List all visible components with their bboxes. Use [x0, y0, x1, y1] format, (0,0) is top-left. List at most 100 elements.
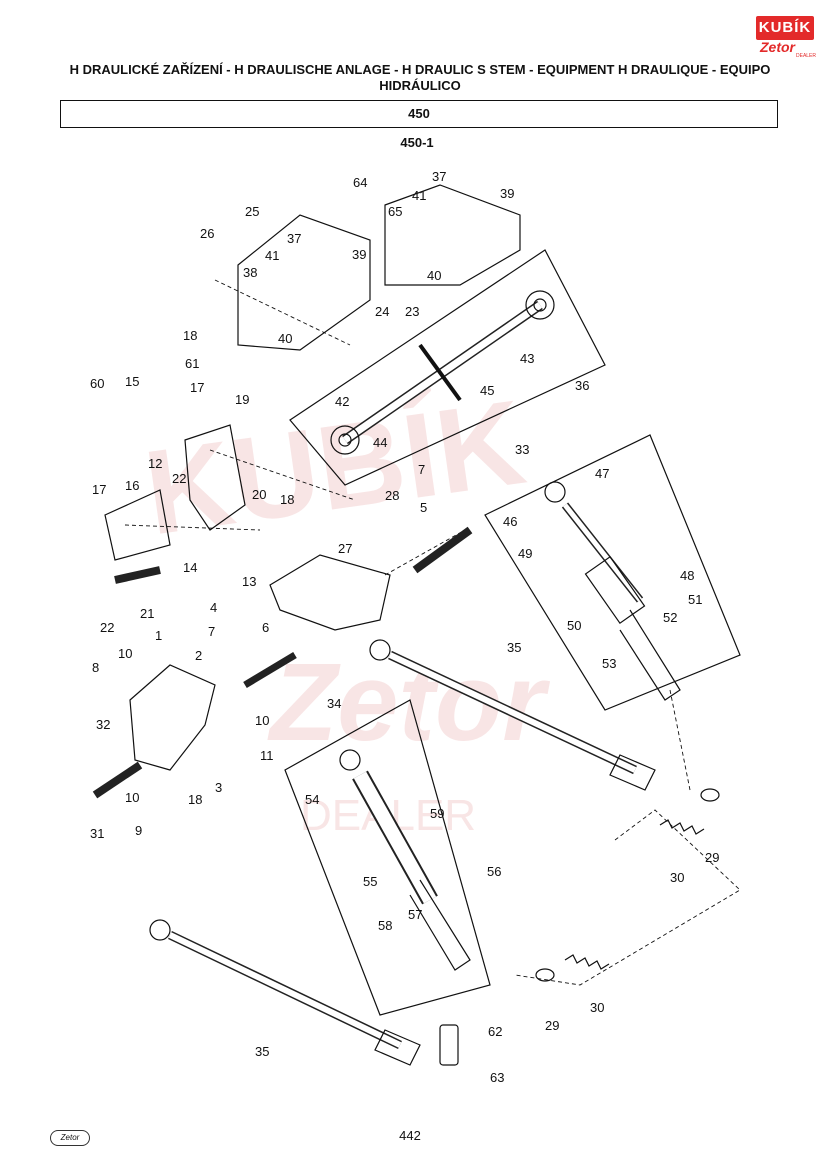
lower-link-35b — [149, 919, 421, 1066]
callout: 51 — [688, 592, 702, 607]
callout: 29 — [705, 850, 719, 865]
lift-rod-33 — [544, 481, 681, 701]
callout: 30 — [670, 870, 684, 885]
callout: 10 — [118, 646, 132, 661]
callout: 39 — [352, 247, 366, 262]
callout: 36 — [575, 378, 589, 393]
callout: 5 — [420, 500, 427, 515]
callout: 40 — [427, 268, 441, 283]
callout: 23 — [405, 304, 419, 319]
subsection-label: 450-1 — [400, 135, 434, 150]
callout: 52 — [663, 610, 677, 625]
ring-29a — [700, 788, 720, 802]
callout: 65 — [388, 204, 402, 219]
callout: 17 — [92, 482, 106, 497]
pin-21 — [114, 566, 161, 584]
callout: 10 — [125, 790, 139, 805]
callout: 35 — [507, 640, 521, 655]
callout: 62 — [488, 1024, 502, 1039]
callout: 26 — [200, 226, 214, 241]
lower-link-35a — [369, 639, 656, 791]
logo-sub: Zetor — [760, 39, 795, 55]
callout: 30 — [590, 1000, 604, 1015]
callout: 50 — [567, 618, 581, 633]
logo-dealer: DEALER — [796, 53, 817, 59]
callout: 25 — [245, 204, 259, 219]
pin-31 — [92, 761, 143, 799]
callout: 33 — [515, 442, 529, 457]
callout: 9 — [135, 823, 142, 838]
logo-box: KUBÍK — [756, 16, 814, 40]
callout: 3 — [215, 780, 222, 795]
box-64 — [384, 184, 521, 286]
callout: 48 — [680, 568, 694, 583]
callout: 24 — [375, 304, 389, 319]
callout: 43 — [520, 351, 534, 366]
callout: 20 — [252, 487, 266, 502]
callout: 7 — [418, 462, 425, 477]
callout: 8 — [92, 660, 99, 675]
callout: 39 — [500, 186, 514, 201]
callout: 28 — [385, 488, 399, 503]
callout: 54 — [305, 792, 319, 807]
callout: 49 — [518, 546, 532, 561]
callout: 18 — [183, 328, 197, 343]
pin-2 — [243, 651, 297, 689]
callout: 58 — [378, 918, 392, 933]
callout: 47 — [595, 466, 609, 481]
spring-30a — [659, 819, 705, 835]
callout: 7 — [208, 624, 215, 639]
section-number: 450 — [60, 100, 778, 128]
callout: 40 — [278, 331, 292, 346]
callout: 37 — [287, 231, 301, 246]
ring-29b — [535, 968, 555, 982]
callout: 22 — [100, 620, 114, 635]
callout: 12 — [148, 456, 162, 471]
callout: 15 — [125, 374, 139, 389]
callout: 35 — [255, 1044, 269, 1059]
callout: 59 — [430, 806, 444, 821]
kubik-zetor-logo: KUBÍK Zetor DEALER — [756, 16, 816, 60]
callout-labels: 1 2 3 4 5 6 7 7 8 9 10 10 10 11 12 13 14… — [90, 169, 719, 1085]
callout: 27 — [338, 541, 352, 556]
watermark: KUBÍK Zetor DEALER — [137, 375, 550, 840]
callout: 56 — [487, 864, 501, 879]
callout: 46 — [503, 514, 517, 529]
footer-logo: Zetor — [50, 1130, 90, 1146]
callout: 44 — [373, 435, 387, 450]
callout: 41 — [412, 188, 426, 203]
callout: 1 — [155, 628, 162, 643]
callout: 22 — [172, 471, 186, 486]
callout: 38 — [243, 265, 257, 280]
callout: 17 — [190, 380, 204, 395]
pin-5 — [412, 526, 473, 574]
callout: 57 — [408, 907, 422, 922]
callout: 34 — [327, 696, 341, 711]
callout: 42 — [335, 394, 349, 409]
callout: 21 — [140, 606, 154, 621]
box-36 — [289, 249, 606, 486]
callout: 18 — [280, 492, 294, 507]
pin-62 — [439, 1024, 459, 1066]
callout: 60 — [90, 376, 104, 391]
callout: 64 — [353, 175, 367, 190]
callout: 13 — [242, 574, 256, 589]
box-33 — [484, 434, 741, 711]
bracket-4 — [269, 554, 391, 631]
box-34 — [284, 699, 491, 1016]
callout: 61 — [185, 356, 199, 371]
callout: 55 — [363, 874, 377, 889]
box-25 — [237, 214, 371, 351]
callout: 41 — [265, 248, 279, 263]
callout: 14 — [183, 560, 197, 575]
callout: 19 — [235, 392, 249, 407]
callout: 16 — [125, 478, 139, 493]
callout: 53 — [602, 656, 616, 671]
callout: 37 — [432, 169, 446, 184]
page-title: H DRAULICKÉ ZAŘÍZENÍ - H DRAULISCHE ANLA… — [69, 62, 771, 93]
page-number: 442 — [399, 1128, 421, 1143]
callout: 63 — [490, 1070, 504, 1085]
spring-30b — [564, 954, 610, 970]
callout: 2 — [195, 648, 202, 663]
callout: 31 — [90, 826, 104, 841]
